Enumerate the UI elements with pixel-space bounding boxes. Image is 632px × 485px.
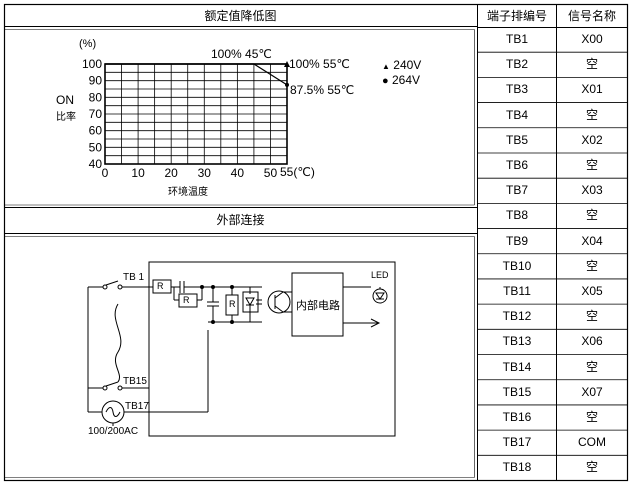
signal-name-cell: 空 [585, 57, 598, 72]
r2-label: R [183, 295, 190, 305]
annotation-top: 100% 45℃ [211, 47, 272, 61]
r1-label: R [157, 281, 164, 291]
signal-name-cell: X07 [581, 384, 603, 399]
phototransistor-icon [267, 290, 291, 314]
terminal-id-cell: TB14 [502, 359, 532, 374]
signal-name-cell: COM [578, 435, 606, 450]
terminal-id-cell: TB6 [505, 157, 528, 172]
x-unit-tick: 55(℃) [280, 165, 315, 179]
signal-name-cell: 空 [585, 107, 598, 122]
x-tick-label: 50 [264, 166, 278, 180]
y-tick-label: 70 [89, 107, 103, 121]
r3-label: R [229, 299, 236, 309]
terminal-id-cell: TB8 [505, 208, 528, 223]
table-header-signal: 信号名称 [567, 9, 616, 23]
connection-title: 外部连接 [216, 213, 265, 227]
y-tick-label: 60 [89, 124, 103, 138]
x-tick-label: 20 [165, 166, 179, 180]
tb15-label: TB15 [123, 376, 147, 387]
terminal-id-cell: TB12 [502, 309, 532, 324]
y-tick-label: 90 [89, 74, 103, 88]
y-label-ratio: 比率 [56, 112, 76, 123]
signal-name-cell: X03 [581, 183, 603, 198]
x-axis-label: 环境温度 [168, 187, 208, 198]
terminal-id-cell: TB18 [502, 460, 532, 475]
terminal-id-cell: TB1 [505, 32, 528, 46]
terminal-id-cell: TB13 [502, 334, 532, 349]
signal-name-cell: X04 [581, 233, 603, 248]
signal-name-cell: 空 [585, 359, 598, 374]
terminal-id-cell: TB9 [505, 233, 528, 248]
supply-label: 100/200AC [88, 426, 139, 437]
signal-name-cell: X06 [581, 334, 603, 349]
annotation-right-low: 87.5% 55℃ [290, 83, 355, 97]
module-box [148, 261, 396, 437]
legend-264v: ● 264V [382, 73, 421, 87]
terminal-id-cell: TB5 [505, 132, 528, 147]
signal-name-cell: X05 [581, 283, 603, 298]
connection-circuit [87, 261, 396, 437]
tb1-label: TB 1 [123, 272, 145, 283]
terminal-id-cell: TB3 [505, 82, 528, 97]
terminal-id-cell: TB16 [502, 409, 532, 424]
internal-circuit-label: 内部电路 [296, 300, 340, 312]
y-unit-label: (%) [79, 38, 97, 50]
led-icon [372, 288, 388, 304]
omission-squiggle [114, 303, 122, 383]
terminal-id-cell: TB15 [502, 384, 532, 399]
terminal-id-cell: TB7 [505, 183, 528, 198]
y-tick-label: 50 [89, 140, 103, 154]
internal-circuit-box [291, 272, 344, 337]
annotation-right-top: 100% 55℃ [289, 57, 350, 71]
x-tick-label: 0 [102, 166, 109, 180]
terminal-id-cell: TB17 [502, 435, 532, 450]
terminal-id-cell: TB2 [505, 57, 528, 72]
series-marker-240v [284, 61, 290, 67]
tb15-contact [102, 385, 108, 391]
signal-name-cell: X00 [581, 32, 603, 46]
y-tick-label: 40 [89, 157, 103, 171]
tb1-contact [102, 284, 108, 290]
terminal-id-cell: TB11 [503, 283, 531, 298]
x-tick-label: 10 [131, 166, 145, 180]
legend-240v: ▲ 240V [382, 58, 422, 72]
y-tick-label: 80 [89, 90, 103, 104]
signal-name-cell: 空 [585, 258, 598, 273]
series-marker-264v [285, 82, 289, 87]
series-line-264V [105, 63, 288, 86]
derating-chart: 0 10 20 30 40 50 40 50 60 70 80 90 100 [82, 57, 290, 180]
table-header-terminal: 端子排编号 [486, 9, 547, 23]
x-tick-label: 30 [198, 166, 212, 180]
terminal-id-cell: TB4 [505, 107, 528, 122]
x-tick-label: 40 [231, 166, 245, 180]
signal-name-cell: X01 [581, 82, 603, 97]
triangle-marker-icon: ▲ [382, 62, 390, 71]
dot-marker-icon: ● [382, 75, 389, 87]
y-tick-label: 100 [82, 57, 102, 71]
derating-title: 额定值降低图 [204, 9, 277, 23]
led-label: LED [371, 270, 389, 280]
signal-name-cell: 空 [585, 460, 598, 475]
terminal-id-cell: TB10 [502, 258, 532, 273]
tb17-label: TB17 [125, 401, 149, 412]
coupler-led-icon [245, 297, 255, 307]
chart-grid [105, 64, 287, 164]
y-label-on: ON [56, 93, 74, 107]
signal-name-cell: 空 [585, 409, 598, 424]
signal-name-cell: 空 [585, 309, 598, 324]
signal-name-cell: 空 [585, 208, 598, 223]
signal-name-cell: X02 [581, 132, 603, 147]
signal-name-cell: 空 [585, 157, 598, 172]
